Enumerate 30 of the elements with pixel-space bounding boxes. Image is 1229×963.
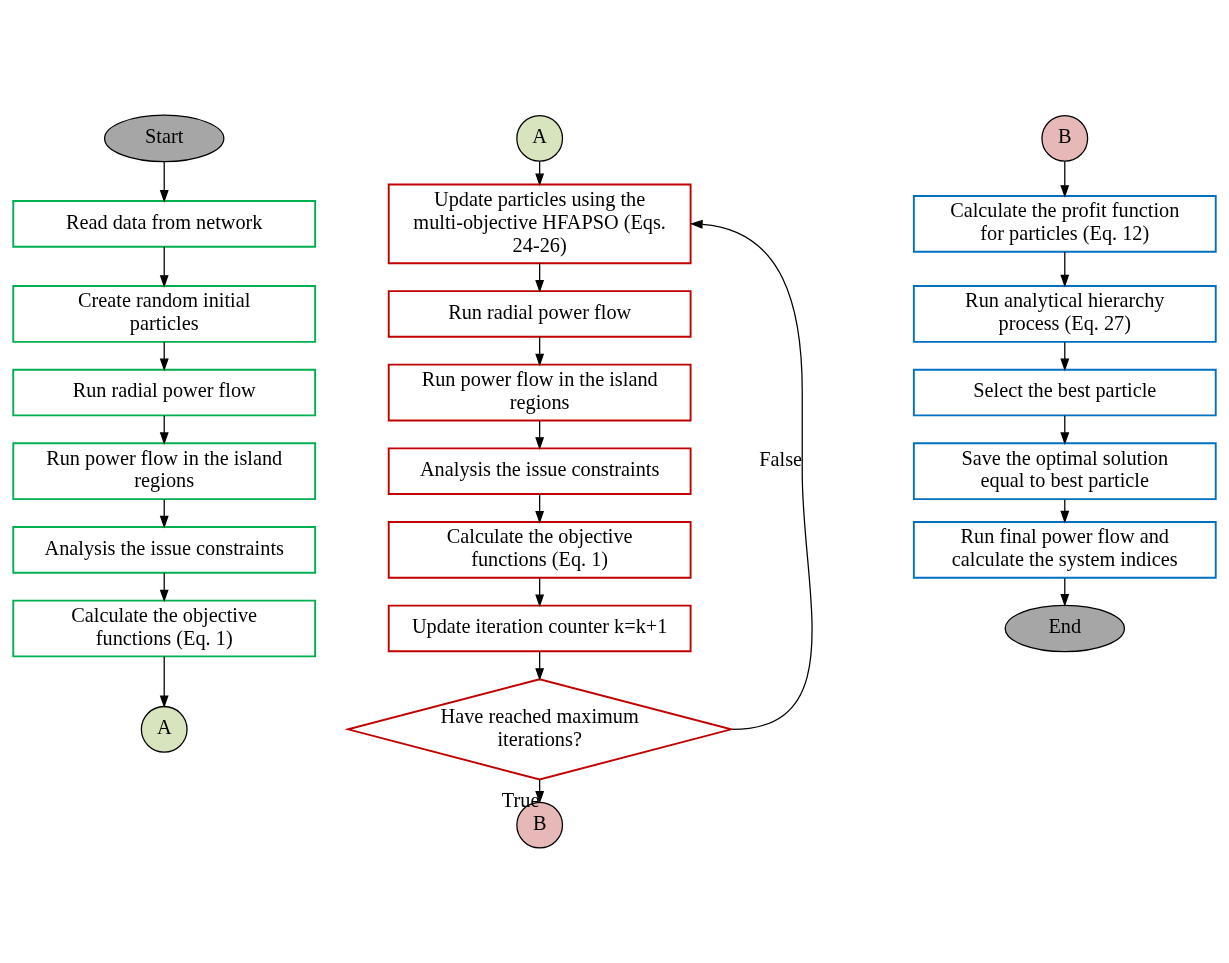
node-box: Run final power flow and calculate the system indices	[912, 521, 1217, 579]
arrow	[689, 219, 813, 730]
node-box: Create random initial particles	[12, 285, 317, 343]
arrow	[1060, 160, 1070, 198]
node-box: Analysis the issue constraints	[387, 447, 692, 495]
node-box: Update iteration counter k=k+1	[387, 604, 692, 653]
node-diamond: Have reached maximum iterations?	[344, 678, 735, 781]
node-circle: B	[1041, 114, 1089, 162]
node-box: Run radial power flow	[12, 368, 317, 417]
arrow	[159, 246, 169, 288]
node-box: Select the best particle	[912, 368, 1217, 417]
edge-label: False	[759, 447, 803, 470]
arrow	[159, 656, 169, 709]
node-box: Save the optimal solution equal to best particle	[912, 442, 1217, 501]
node-ellipse: Start	[103, 114, 225, 163]
node-box: Run analytical hierarchy process (Eq. 27)	[912, 285, 1217, 343]
node-box: Analysis the issue constraints	[12, 526, 317, 574]
node-ellipse: End	[1004, 604, 1126, 653]
arrow	[159, 161, 169, 203]
node-box: Run power flow in the island regions	[387, 363, 692, 422]
node-box: Read data from network	[12, 200, 317, 248]
node-circle: A	[140, 705, 188, 753]
node-box: Calculate the objective functions (Eq. 1)	[387, 521, 692, 579]
arrow	[1060, 251, 1070, 288]
node-box: Run power flow in the island regions	[12, 442, 317, 501]
node-box: Update particles using the multi-objective HFAPSO (Eqs. 24-26)	[387, 183, 692, 265]
node-circle: A	[516, 114, 564, 162]
node-box: Calculate the objective functions (Eq. 1)	[12, 599, 317, 658]
node-box: Calculate the profit function for particles (Eq. 12)	[912, 195, 1217, 253]
node-box: Run radial power flow	[387, 290, 692, 338]
